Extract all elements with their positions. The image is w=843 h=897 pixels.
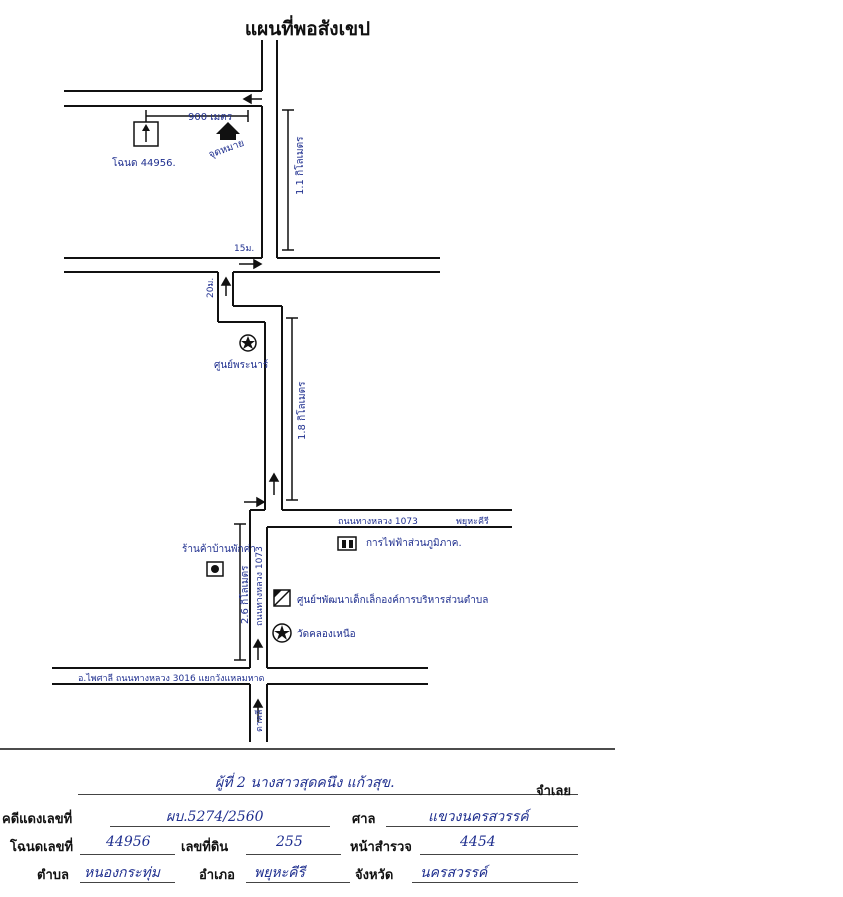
- label-south: ตาคลี: [254, 710, 265, 732]
- temple-icon: [239, 334, 257, 352]
- label-deed-no: โฉนดเลขที่: [10, 840, 74, 855]
- distance-lines: [145, 109, 298, 661]
- label-court: ศาล: [352, 812, 376, 827]
- label-school: ร้านค้าบ้านพักค่า: [182, 543, 256, 555]
- court-name: แขวงนครสวรรค์: [428, 809, 529, 825]
- label-survey-no: หน้าสำรวจ: [350, 840, 412, 855]
- label-shop: การไฟฟ้าส่วนภูมิภาค.: [366, 537, 462, 549]
- survey-no: 4454: [460, 834, 496, 850]
- case-no-underline: [110, 826, 330, 827]
- label-factory: ศูนย์ฯพัฒนาเด็กเล็กองค์การบริหารส่วนตำบล: [297, 592, 488, 606]
- province: นครสวรรค์: [420, 865, 488, 881]
- label-bottom-road: อ.ไพศาลี ถนนทางหลวง 3016 แยกวังแหลมหาด: [78, 673, 265, 684]
- amphoe: พยุหะคีรี: [254, 865, 306, 881]
- shop-icon: [337, 536, 357, 551]
- amphoe-underline: [246, 882, 350, 883]
- route-arrows: [220, 93, 280, 722]
- label-land-no: เลขที่ดิน: [181, 840, 229, 855]
- temple-b-icon: [272, 623, 292, 643]
- plot-marker: [133, 121, 159, 147]
- court-underline: [386, 826, 578, 827]
- label-case-no: คดีแดงเลขที่: [2, 812, 73, 827]
- province-underline: [412, 882, 578, 883]
- label-temple: ศูนย์พระนาร์: [214, 359, 269, 371]
- dist-middle-vertical: 1.8 กิโลเมตร: [295, 381, 308, 440]
- plot-box: [133, 121, 159, 147]
- label-road-1073: ถนนทางหลวง 1073: [338, 517, 418, 527]
- label-province: จังหวัด: [355, 868, 394, 883]
- sketch-map: 900 เมตร 1.1 กิโลเมตร 15ม. 20ม. 1.8 กิโล…: [0, 40, 615, 750]
- case-no: ผบ.5274/2560: [166, 809, 264, 825]
- deed-no-underline: [80, 854, 175, 855]
- label-amphoe: อำเภอ: [199, 868, 235, 883]
- label-tambon: ตำบล: [37, 868, 69, 883]
- deed-no: 44956: [106, 834, 151, 850]
- dist-small-right: 15ม.: [234, 244, 254, 254]
- defendant-name: ผู้ที่ 2 นางสาวสุดคนึง แก้วสุข.: [215, 775, 395, 791]
- dist-lower-vertical: 2.6 กิโลเมตร: [238, 565, 251, 624]
- land-no: 255: [276, 834, 303, 850]
- row1-underline: [78, 794, 578, 795]
- label-temple-b: วัดคลองเหนือ: [297, 628, 356, 640]
- land-no-underline: [246, 854, 341, 855]
- tambon-underline: [80, 882, 175, 883]
- factory-icon: [273, 589, 291, 607]
- dist-top-horizontal: 900 เมตร: [188, 112, 233, 123]
- dist-top-vertical: 1.1 กิโลเมตร: [293, 136, 306, 195]
- label-plot: โฉนด 44956.: [112, 156, 176, 169]
- label-to-town: พยุหะคีรี: [456, 516, 489, 527]
- label-house: จุดหมาย: [207, 138, 246, 161]
- case-info-form: ผู้ที่ 2 นางสาวสุดคนึง แก้วสุข. จำเลย คด…: [0, 750, 615, 897]
- school-icon: [206, 561, 224, 577]
- map-title: แผนที่พอสังเขป: [244, 18, 371, 40]
- dist-small-left: 20ม.: [206, 278, 216, 298]
- house-icon: [216, 122, 240, 140]
- label-defendant: จำเลย: [536, 784, 571, 799]
- survey-no-underline: [420, 854, 578, 855]
- roads: [52, 40, 512, 742]
- tambon: หนองกระทุ่ม: [84, 865, 161, 881]
- label-road-1073-vertical: ถนนทางหลวง 1073: [255, 546, 265, 626]
